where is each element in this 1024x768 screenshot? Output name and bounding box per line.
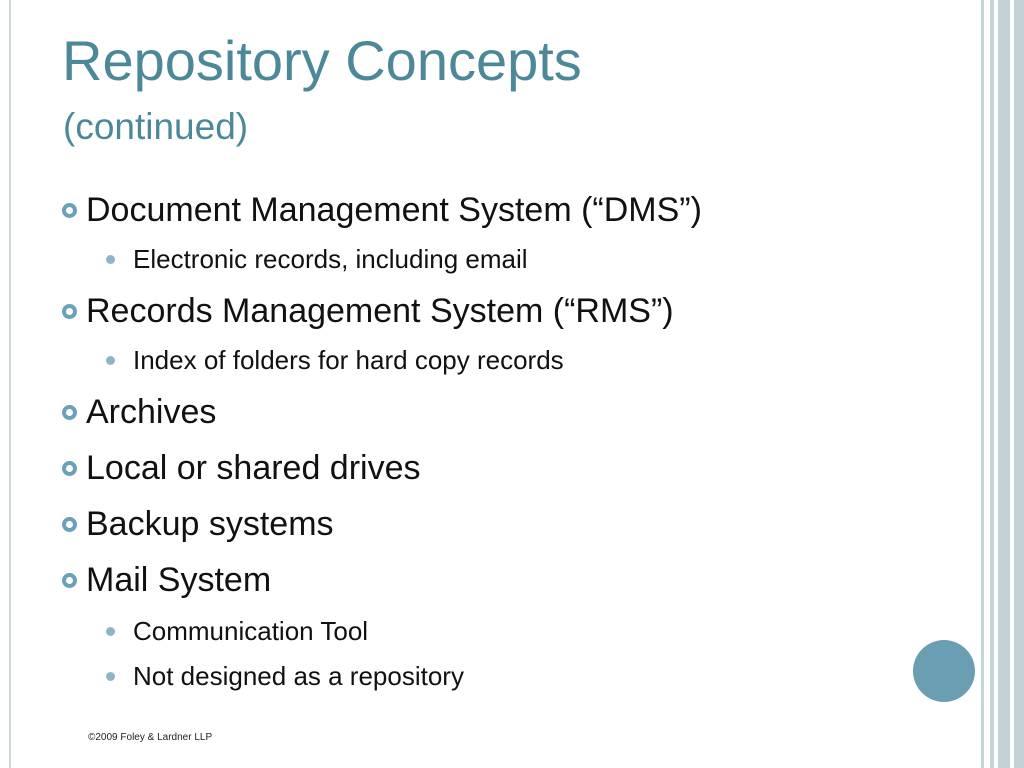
decorative-circle	[913, 640, 975, 702]
dot-bullet-icon	[106, 626, 115, 636]
sub-bullet-text: Not designed as a repository	[133, 661, 464, 691]
bullet-text: Local or shared drives	[86, 449, 421, 487]
sub-bullet-text: Communication Tool	[133, 616, 369, 646]
slide-title: Repository Concepts	[62, 29, 582, 92]
bullet-text: Archives	[86, 393, 217, 431]
bullet-text: Mail System	[86, 561, 272, 599]
sub-bullet-item: Not designed as a repository	[106, 660, 464, 692]
ring-bullet-icon	[62, 460, 77, 476]
copyright-footer: ©2009 Foley & Lardner LLP	[88, 732, 213, 743]
sub-bullet-text: Electronic records, including email	[133, 244, 528, 274]
sub-bullet-item: Electronic records, including email	[106, 243, 528, 275]
ring-bullet-icon	[62, 404, 77, 420]
dot-bullet-icon	[106, 254, 115, 264]
left-border-line	[9, 0, 11, 768]
dot-bullet-icon	[106, 355, 115, 365]
right-decorative-stripes	[978, 0, 1024, 768]
bullet-item: Backup systems	[62, 504, 334, 544]
bullet-item: Local or shared drives	[62, 448, 421, 488]
ring-bullet-icon	[62, 202, 77, 218]
ring-bullet-icon	[62, 572, 77, 588]
sub-bullet-item: Communication Tool	[106, 615, 368, 647]
bullet-text: Backup systems	[86, 505, 334, 543]
bullet-text: Records Management System (“RMS”)	[86, 292, 674, 330]
bullet-item: Document Management System (“DMS”)	[62, 190, 702, 230]
sub-bullet-item: Index of folders for hard copy records	[106, 344, 564, 376]
slide-subtitle: (continued)	[63, 106, 249, 147]
bullet-item: Archives	[62, 392, 216, 432]
sub-bullet-text: Index of folders for hard copy records	[133, 345, 564, 375]
bullet-item: Records Management System (“RMS”)	[62, 291, 674, 331]
ring-bullet-icon	[62, 303, 77, 319]
bullet-text: Document Management System (“DMS”)	[86, 191, 702, 229]
bullet-item: Mail System	[62, 560, 271, 600]
ring-bullet-icon	[62, 516, 77, 532]
bullet-list: Document Management System (“DMS”) Elect…	[62, 190, 702, 692]
dot-bullet-icon	[106, 671, 115, 681]
